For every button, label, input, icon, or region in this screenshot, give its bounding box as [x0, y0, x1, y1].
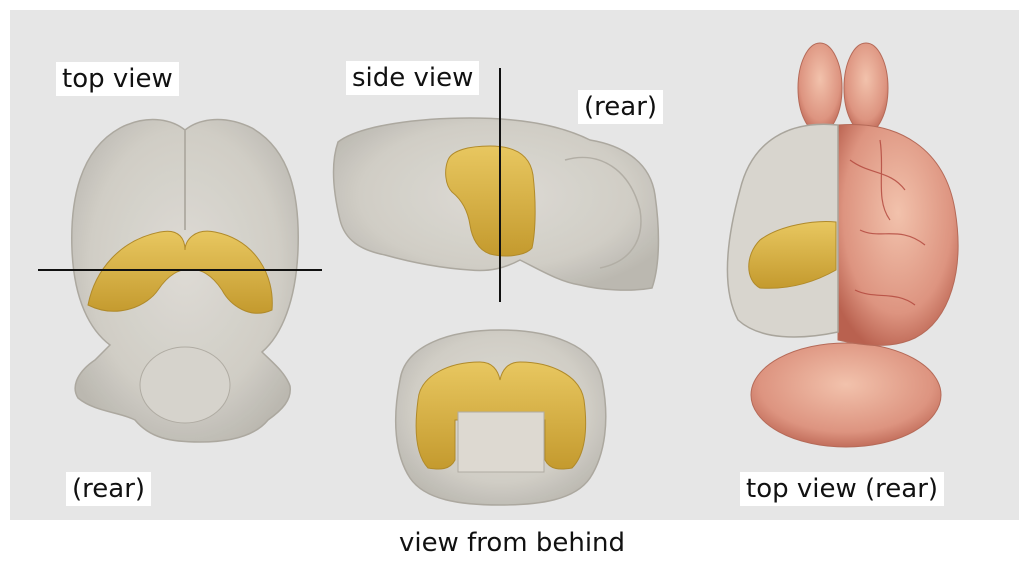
real-brain-top-view	[727, 43, 958, 447]
label-top-view-rear: (rear)	[66, 472, 151, 506]
label-view-from-behind: view from behind	[0, 528, 1024, 558]
label-top-view-rear-right: top view (rear)	[740, 472, 944, 506]
label-side-view-rear: (rear)	[578, 90, 663, 124]
label-top-view: top view	[56, 62, 179, 96]
label-side-view: side view	[346, 61, 479, 95]
rear-view-brain	[396, 330, 606, 505]
top-view-brain	[38, 120, 322, 442]
